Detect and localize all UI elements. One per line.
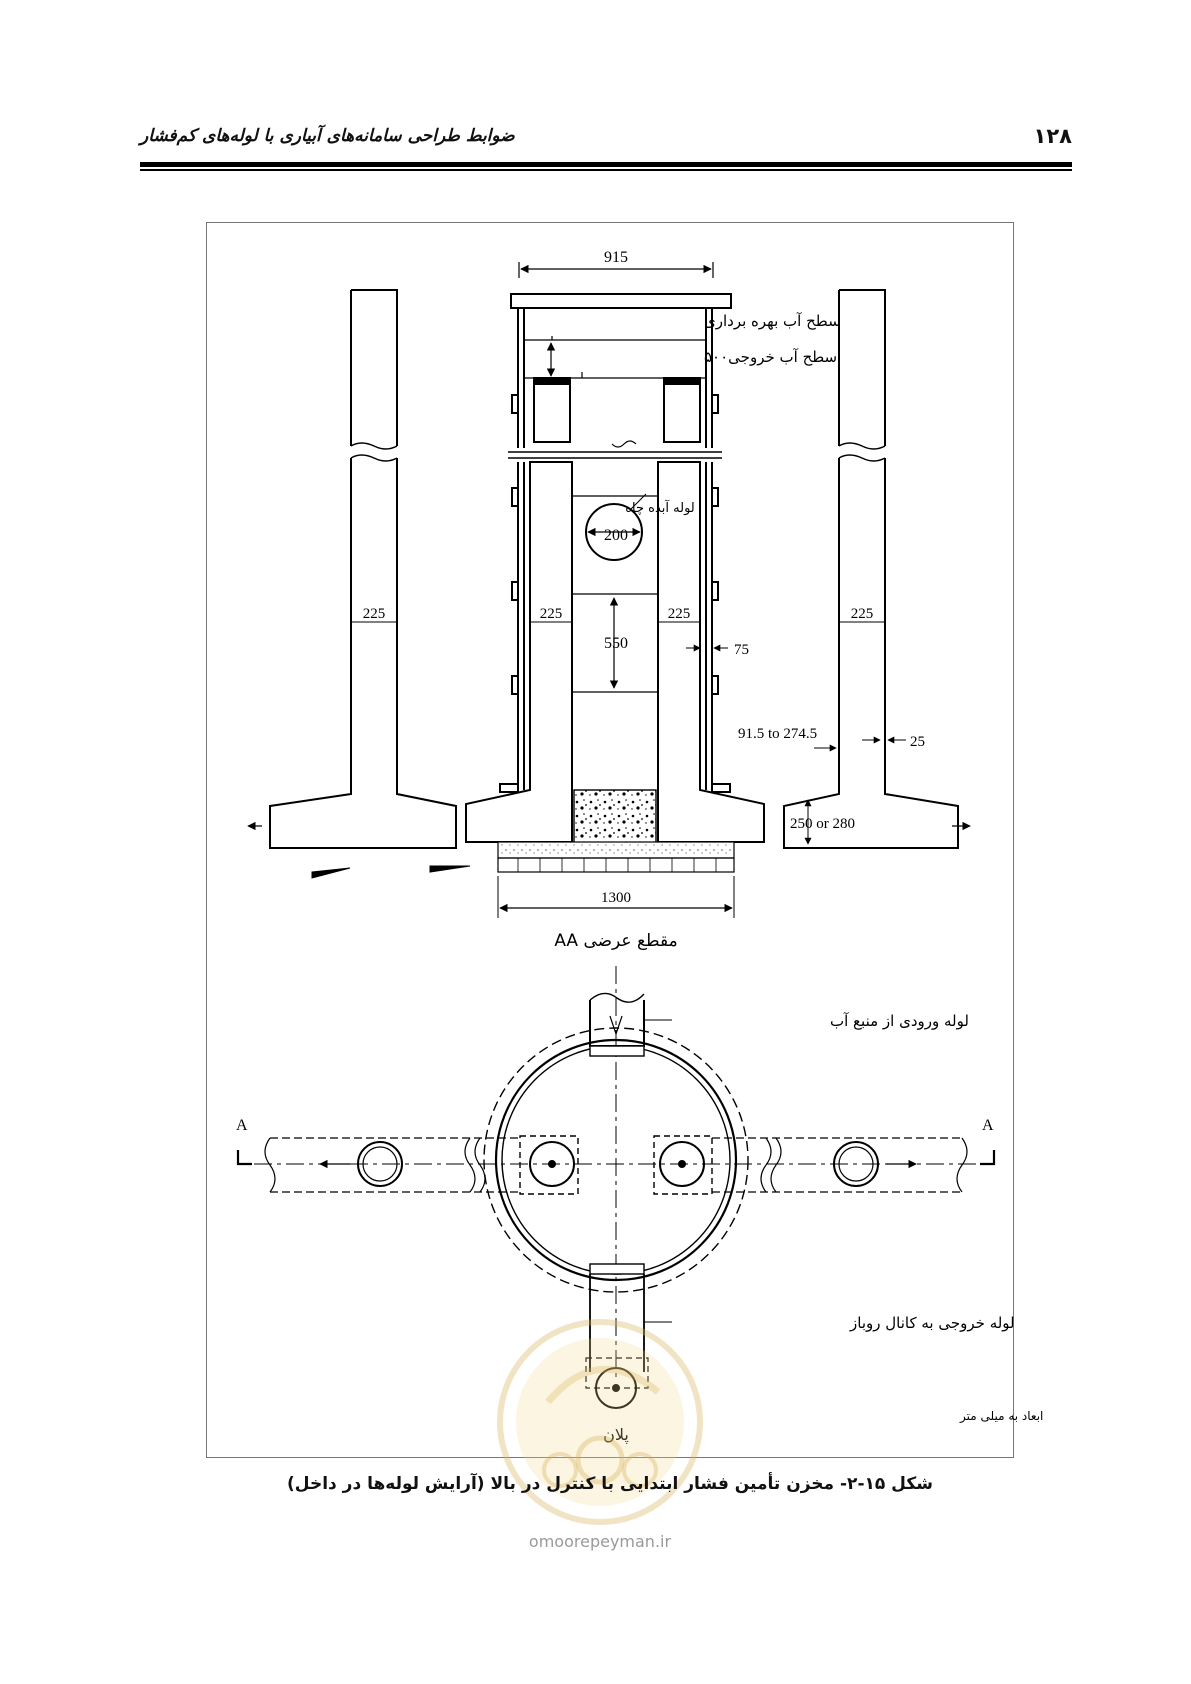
dim-base-width: 1300 bbox=[601, 890, 631, 906]
dim-250-280: 250 or 280 bbox=[790, 816, 855, 832]
page-number: ۱۲۸ bbox=[1033, 124, 1072, 148]
label-inlet-pipe: لوله ورودی از منبع آب bbox=[830, 1012, 969, 1030]
figure-frame bbox=[206, 222, 1014, 1458]
section-aa-drawing bbox=[247, 262, 971, 918]
dim-left-225: 225 bbox=[363, 606, 386, 622]
dim-550: 550 bbox=[604, 635, 628, 652]
units-note: ابعاد به میلی متر bbox=[959, 1409, 1043, 1424]
plan-title: پلان bbox=[603, 1425, 629, 1445]
label-outlet-pipe: لوله خروجی به کانال روباز bbox=[849, 1314, 1015, 1332]
section-mark-right: A bbox=[982, 1117, 994, 1134]
dim-range: 91.5 to 274.5 bbox=[738, 726, 817, 742]
dim-25: 25 bbox=[910, 734, 925, 750]
label-water-level-outlet: سطح آب خروجی۵۰۰ bbox=[704, 348, 837, 366]
dim-pipe-diameter: 200 bbox=[604, 527, 628, 544]
source-watermark: omoorepeyman.ir bbox=[528, 1532, 672, 1551]
section-mark-left: A bbox=[236, 1117, 248, 1134]
section-title: مقطع عرضی AA bbox=[554, 931, 677, 951]
dim-top-width: 915 bbox=[604, 249, 628, 266]
label-well-pipe: لوله آبده چاه bbox=[625, 499, 695, 516]
plan-drawing bbox=[236, 966, 996, 1409]
figure-caption: شکل ۱۵-۲- مخزن تأمین فشار ابتدایی با کنت… bbox=[287, 1474, 933, 1494]
dim-inner-right-225: 225 bbox=[668, 606, 691, 622]
page-header: ۱۲۸ ضوابط طراحی سامانه‌های آبیاری با لول… bbox=[140, 124, 1072, 154]
header-rule-thick bbox=[140, 162, 1072, 167]
label-water-level-operation: سطح آب بهره برداری bbox=[704, 312, 841, 330]
header-rule-thin bbox=[140, 169, 1072, 171]
running-title: ضوابط طراحی سامانه‌های آبیاری با لوله‌ها… bbox=[140, 126, 515, 146]
dim-right-225: 225 bbox=[851, 606, 874, 622]
dim-75: 75 bbox=[734, 642, 749, 658]
publisher-seal-icon bbox=[497, 1319, 703, 1525]
dim-inner-left-225: 225 bbox=[540, 606, 563, 622]
